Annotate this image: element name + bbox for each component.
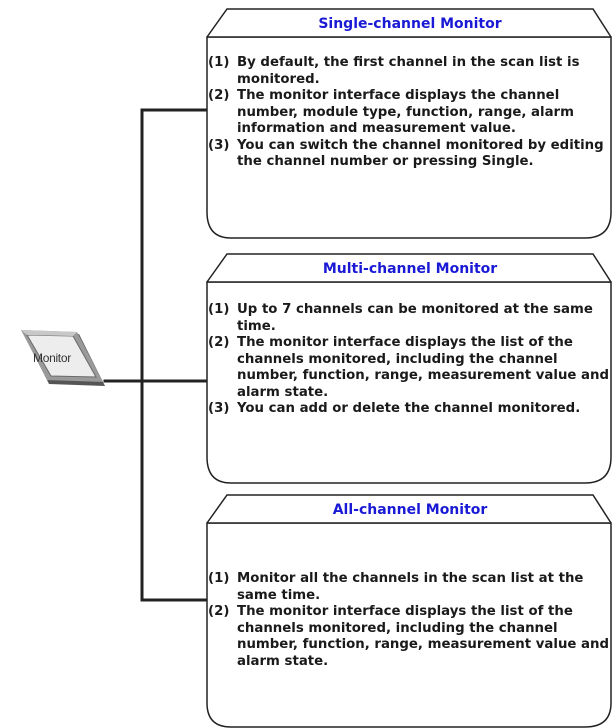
monitor-key-label: Monitor: [33, 351, 71, 365]
box-frame: [206, 253, 612, 484]
multi-channel-monitor-title: Multi-channel Monitor: [322, 261, 498, 277]
list-item: (1)Monitor all the channels in the scan …: [208, 571, 584, 603]
multi-channel-monitor-list: (1)Up to 7 channels can be monitored at …: [205, 302, 609, 418]
list-item: (2)The monitor interface displays the li…: [208, 604, 610, 669]
single-channel-monitor-list: (1)By default, the first channel in the …: [205, 55, 609, 171]
single-channel-monitor-title: Single-channel Monitor: [318, 16, 502, 32]
list-item: (2)The monitor interface displays the li…: [208, 335, 610, 400]
list-item: (2)The monitor interface displays the ch…: [208, 88, 574, 136]
monitor-key-icon: [21, 330, 105, 386]
list-item: (1)By default, the first channel in the …: [208, 55, 580, 87]
multi-channel-monitor-box: Multi-channel Monitor (1)Up to 7 channel…: [205, 252, 615, 485]
monitor-key: Monitor: [7, 330, 107, 388]
single-channel-monitor-box: Single-channel Monitor (1)By default, th…: [205, 7, 615, 240]
box-frame: [206, 494, 612, 728]
box-frame: [206, 8, 612, 239]
all-channel-monitor-box: All-channel Monitor (1)Monitor all the c…: [205, 493, 615, 728]
all-channel-monitor-title: All-channel Monitor: [332, 502, 488, 518]
all-channel-monitor-list: (1)Monitor all the channels in the scan …: [205, 571, 609, 670]
list-item: (1)Up to 7 channels can be monitored at …: [208, 302, 593, 334]
list-item: (3)You can add or delete the channel mon…: [208, 401, 581, 416]
list-item: (3)You can switch the channel monitored …: [208, 137, 604, 170]
